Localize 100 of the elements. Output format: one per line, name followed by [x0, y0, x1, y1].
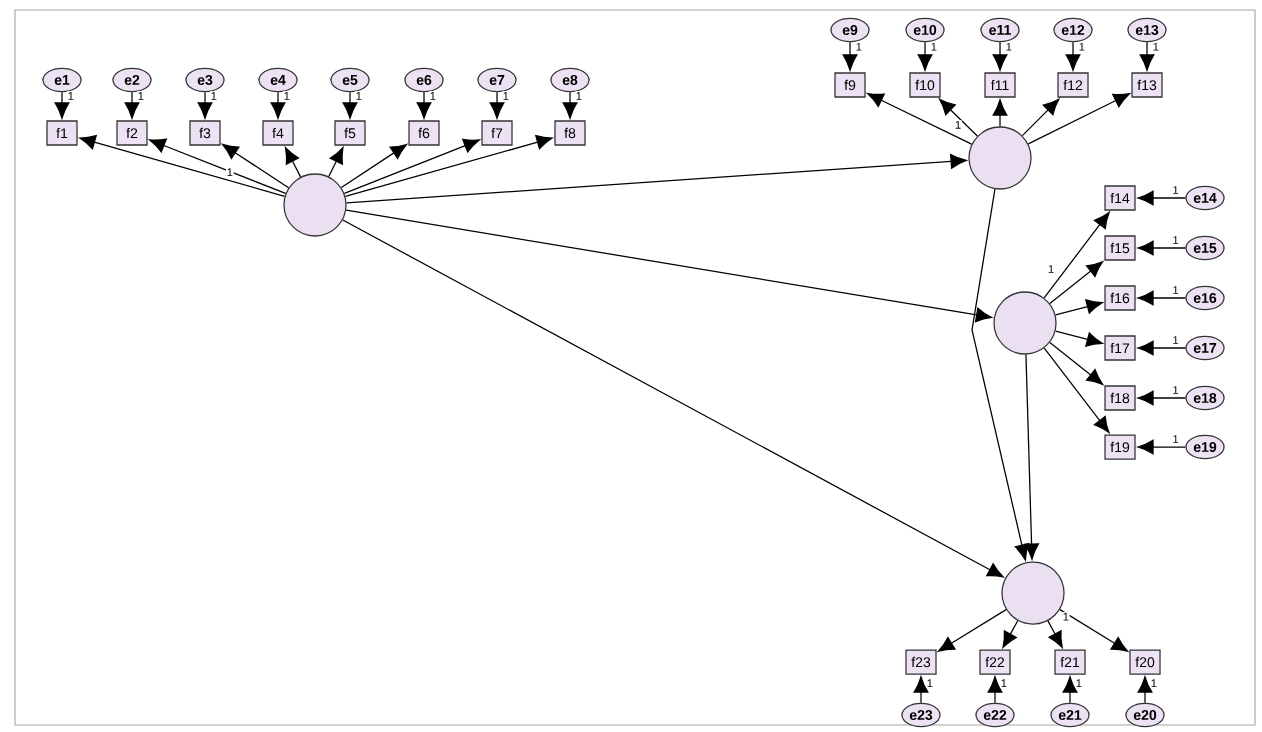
latent-circle	[968, 126, 1032, 190]
arrow	[221, 143, 290, 189]
arrow	[1062, 676, 1078, 704]
observed-box: f1	[46, 120, 78, 146]
edge-label: 1	[1152, 42, 1160, 52]
latent-circle	[283, 173, 347, 237]
arrow	[1021, 98, 1060, 137]
arrow	[971, 188, 1030, 561]
observed-box: f15	[1104, 235, 1136, 261]
arrow	[917, 41, 933, 71]
arrow	[1054, 299, 1103, 316]
arrow	[562, 91, 578, 119]
arrow	[1137, 390, 1186, 406]
observed-box: f16	[1104, 285, 1136, 311]
arrow	[1137, 676, 1153, 704]
edge-label: 1	[282, 91, 291, 101]
edge-label: 1	[1005, 42, 1013, 52]
arrow	[416, 91, 432, 119]
observed-box: f18	[1104, 385, 1136, 411]
edge-label: 1	[1171, 434, 1180, 444]
edge-label: 1	[1078, 42, 1086, 52]
arrow	[1137, 340, 1186, 356]
arrow	[913, 676, 929, 704]
arrow	[1137, 240, 1186, 256]
observed-box: f23	[905, 649, 937, 675]
observed-box: f5	[334, 120, 366, 146]
arrow	[1137, 190, 1186, 206]
edge-label: 1	[136, 91, 145, 101]
observed-box: f3	[189, 120, 221, 146]
arrow	[1054, 330, 1103, 347]
edge-label: 1	[1171, 235, 1180, 245]
edge-label: 1	[855, 42, 863, 52]
observed-box: f19	[1104, 434, 1136, 460]
edge-label: 1	[1171, 185, 1180, 195]
edge-label: 1	[354, 91, 363, 101]
arrow	[1043, 347, 1110, 434]
edge-label: 1	[1075, 678, 1083, 688]
arrow	[345, 209, 993, 323]
edge-label: 1	[1062, 612, 1070, 622]
arrow	[1137, 439, 1186, 455]
arrow	[342, 219, 1004, 578]
arrow	[1024, 354, 1039, 560]
edge-label: 1	[225, 167, 234, 177]
arrow	[938, 98, 978, 137]
arrow	[867, 92, 973, 145]
arrow	[345, 153, 967, 204]
arrow	[1049, 261, 1104, 305]
arrow	[284, 147, 302, 178]
edge-label: 1	[575, 91, 583, 101]
observed-box: f10	[909, 72, 941, 98]
arrow	[270, 91, 286, 119]
arrow	[1139, 41, 1155, 71]
arrow	[992, 99, 1008, 127]
edge-label: 1	[1047, 264, 1055, 274]
edge-label: 1	[1171, 285, 1180, 295]
edge-label: 1	[1171, 385, 1180, 395]
observed-box: f9	[834, 72, 866, 98]
arrow	[124, 91, 140, 119]
arrow	[937, 608, 1007, 652]
observed-box: f21	[1054, 649, 1086, 675]
observed-box: f17	[1104, 335, 1136, 361]
arrow	[489, 91, 505, 119]
edge-label: 1	[930, 42, 938, 52]
edge-label: 1	[1171, 335, 1180, 345]
arrow	[149, 138, 287, 195]
arrow	[1049, 341, 1104, 385]
observed-box: f2	[116, 120, 148, 146]
arrow	[842, 41, 858, 71]
arrow	[342, 91, 358, 119]
arrow	[1043, 211, 1110, 299]
edge-label: 1	[209, 91, 218, 101]
edge-label: 1	[66, 91, 75, 101]
arrow	[987, 676, 1003, 704]
arrow	[197, 91, 213, 119]
edge-label: 1	[1150, 678, 1158, 688]
edge-label: 1	[1000, 678, 1008, 688]
observed-box: f14	[1104, 185, 1136, 211]
edge-label: 1	[954, 120, 962, 130]
arrow	[79, 135, 286, 197]
edge-label: 1	[926, 678, 934, 688]
arrow	[328, 147, 344, 178]
observed-box: f7	[481, 120, 513, 146]
observed-box: f12	[1057, 72, 1089, 98]
observed-box: f20	[1129, 649, 1161, 675]
arrow	[1059, 608, 1129, 652]
arrow	[340, 143, 408, 189]
edge-label: 1	[502, 91, 510, 101]
observed-box: f6	[408, 120, 440, 146]
arrow	[1047, 620, 1063, 649]
observed-box: f22	[979, 649, 1011, 675]
arrow	[1027, 93, 1131, 145]
observed-box: f4	[262, 120, 294, 146]
arrow	[343, 138, 480, 194]
arrow	[1137, 290, 1186, 306]
arrow	[1065, 41, 1081, 71]
observed-box: f8	[554, 120, 586, 146]
observed-box: f11	[984, 72, 1016, 98]
arrow	[344, 134, 553, 198]
latent-circle	[993, 291, 1057, 355]
arrow	[992, 41, 1008, 71]
